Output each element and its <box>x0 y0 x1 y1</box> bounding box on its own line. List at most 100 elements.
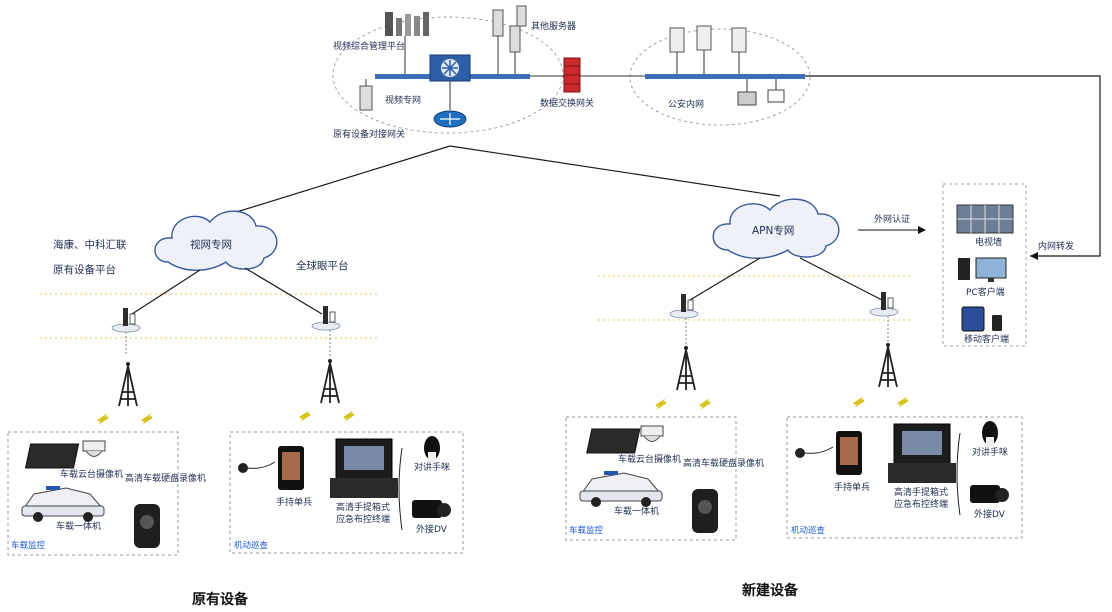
camera-right-label: 外接DV <box>974 508 1006 520</box>
handheld-left-label: 手持单兵 <box>276 496 312 508</box>
client-cluster: 电视墙 PC客户端 移动客户端 <box>942 183 1027 347</box>
dome-left-label: 车载云台摄像机 <box>60 468 123 480</box>
left-cloud: 视网专网 <box>154 210 278 271</box>
tower-left-2 <box>320 358 340 404</box>
cloud-right-label: APN专网 <box>752 224 794 237</box>
video-wall-icon <box>956 204 1014 234</box>
backpack-right-label-2: 应急布控终端 <box>894 498 948 510</box>
core-switch-icon <box>429 54 471 82</box>
car-left-label: 车载一体机 <box>56 520 101 532</box>
left-mobile-group: 手持单兵 高清手提箱式 应急布控终端 对讲手咪 外接DV 机动巡查 <box>229 431 464 554</box>
headset-icon <box>795 446 834 458</box>
signal-bolt-icon <box>852 398 866 406</box>
core-network: 视频综合管理平台 其他服务器 视频专网 原有设备对接网关 <box>332 5 1101 260</box>
mobile-client-icon <box>961 306 1002 332</box>
right-cloud: APN专网 <box>712 198 840 259</box>
intranet-forward-label: 内网转发 <box>1038 240 1074 252</box>
recorder-icon <box>24 443 80 469</box>
backpack-left-label-2: 应急布控终端 <box>336 513 390 525</box>
firewall-icon <box>563 57 581 93</box>
police-car-icon <box>579 471 663 507</box>
link-right-cloud-bs1 <box>689 257 761 301</box>
other-server-label: 其他服务器 <box>531 20 576 32</box>
platform-label: 视频综合管理平台 <box>333 40 405 52</box>
backpack-right-label-1: 高清手提箱式 <box>894 486 948 498</box>
camcorder-icon <box>970 485 1009 503</box>
zone-mobile-right-label: 机动巡查 <box>791 525 826 536</box>
public-network-boundary <box>629 28 811 126</box>
dome-right-label: 车载云台摄像机 <box>618 453 681 465</box>
zone-mobile-left-label: 机动巡查 <box>234 540 269 551</box>
radio-mic-icon <box>982 421 998 447</box>
gateway-label: 原有设备对接网关 <box>333 128 405 140</box>
ptz-right-label: 对讲手咪 <box>972 446 1008 458</box>
public-network-label: 公安内网 <box>668 98 704 110</box>
intranet-forward-arrow <box>1030 252 1038 260</box>
tower-right-1 <box>676 345 696 391</box>
handheld-device-icon <box>278 446 304 490</box>
recorder-icon <box>586 428 641 454</box>
bracket-right <box>956 432 961 516</box>
recorder-right-label: 高清车载硬盘录像机 <box>683 457 764 469</box>
external-auth-label: 外网认证 <box>874 213 910 225</box>
signal-bolt-icon <box>698 400 712 408</box>
backpack-terminal-icon <box>888 423 956 483</box>
link-to-left-cloud <box>229 145 451 215</box>
zone-vehicle-right-label: 车载监控 <box>569 525 604 536</box>
private-network-label: 视频专网 <box>385 94 421 106</box>
link-left-cloud-bs2 <box>244 267 323 315</box>
camcorder-icon <box>412 500 451 518</box>
pc-client-icon <box>958 257 1007 282</box>
pc-client-label: PC客户端 <box>966 286 1005 298</box>
ptz-camera-icon <box>134 504 160 548</box>
gateway-router-icon <box>433 81 467 128</box>
signal-bolt-icon <box>298 412 312 420</box>
video-wall-label: 电视墙 <box>975 236 1002 248</box>
signal-bolt-icon <box>140 415 154 423</box>
link-right-cloud-bs2 <box>799 257 883 301</box>
intranet-forward-line <box>805 75 1101 257</box>
ptz-left-label: 对讲手咪 <box>414 461 450 473</box>
cloud-left-label: 视网专网 <box>190 238 232 251</box>
global-platform-label: 全球眼平台 <box>296 259 349 272</box>
core-network-boundary <box>332 16 564 134</box>
link-left-cloud-bs1 <box>131 269 201 315</box>
left-vehicle-group: 车载云台摄像机 高清车载硬盘录像机 车载一体机 车载监控 <box>7 431 206 556</box>
dome-camera-icon <box>640 425 664 442</box>
exchange-label: 数据交换网关 <box>540 97 594 109</box>
police-car-icon <box>21 486 105 522</box>
zone-vehicle-left-label: 车载监控 <box>11 540 46 551</box>
public-server-icons <box>669 25 747 74</box>
bracket-left <box>398 447 403 531</box>
ptz-camera-icon <box>692 489 718 533</box>
dome-camera-icon <box>82 440 106 457</box>
public-bus <box>645 74 805 79</box>
base-station-left-2 <box>311 305 341 331</box>
link-to-right-cloud <box>449 145 781 197</box>
tower-left-1 <box>118 361 138 407</box>
external-auth-arrow <box>918 226 926 234</box>
other-server-icon <box>492 5 527 74</box>
tower-right-2 <box>878 342 898 388</box>
signal-bolt-icon <box>896 398 910 406</box>
existing-platforms-line1: 海康、中科汇联 <box>53 238 127 251</box>
platform-server-icon <box>385 12 429 74</box>
video-server-icon <box>359 79 373 111</box>
backpack-left-label-1: 高清手提箱式 <box>336 501 390 513</box>
right-vehicle-group: 车载云台摄像机 高清车载硬盘录像机 车载一体机 车载监控 <box>565 416 764 541</box>
existing-platforms-line2: 原有设备平台 <box>53 263 116 276</box>
recorder-left-label: 高清车载硬盘录像机 <box>125 472 206 484</box>
public-pc-icons <box>737 79 785 106</box>
backpack-terminal-icon <box>330 438 398 498</box>
camera-left-label: 外接DV <box>416 523 448 535</box>
right-mobile-group: 手持单兵 高清手提箱式 应急布控终端 对讲手咪 外接DV 机动巡查 <box>786 416 1023 539</box>
mobile-client-label: 移动客户端 <box>964 333 1009 345</box>
headset-icon <box>238 461 276 473</box>
section-existing-title: 原有设备 <box>192 591 249 608</box>
radio-mic-icon <box>424 436 440 462</box>
handheld-right-label: 手持单兵 <box>834 481 870 493</box>
car-right-label: 车载一体机 <box>614 505 659 517</box>
signal-bolt-icon <box>342 412 356 420</box>
